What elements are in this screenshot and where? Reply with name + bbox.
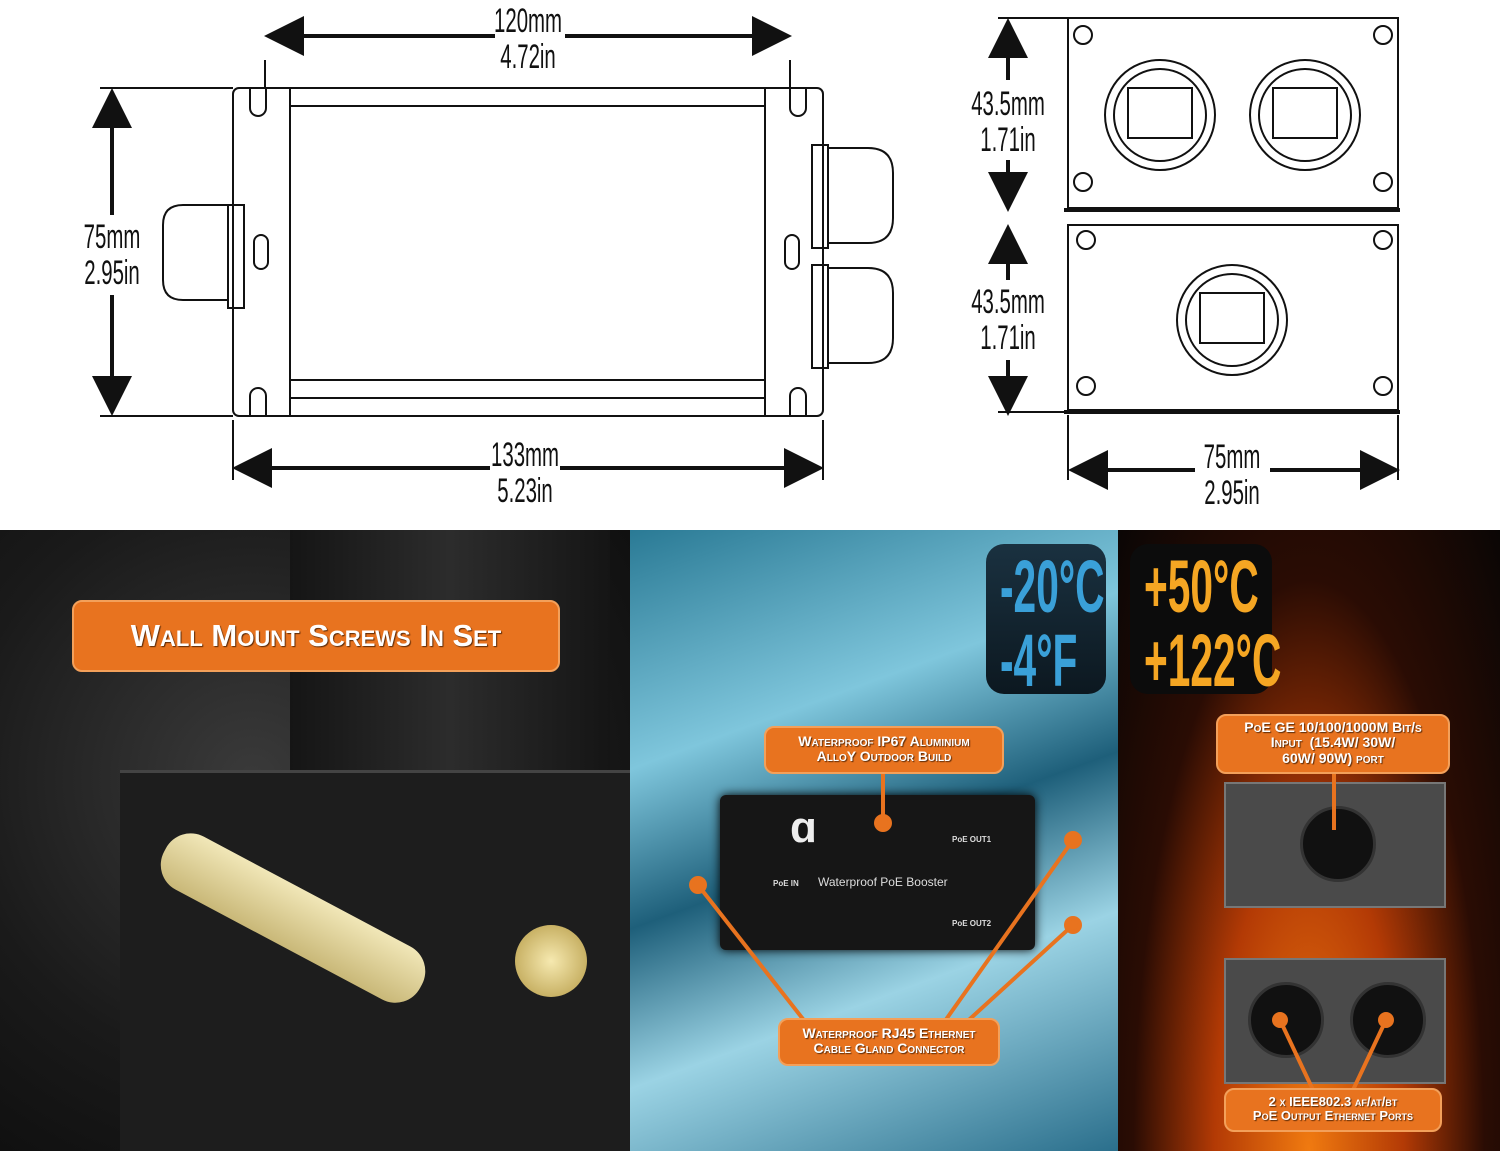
brand-logo-icon: ɑ (790, 803, 817, 852)
dimension-drawing: 120mm 4.72in 75mm 2.95in 133mm 5.23in 43… (84, 2, 1400, 512)
port-in-label: PoE IN (773, 879, 799, 888)
callout-ip67-line1: Waterproof IP67 Aluminium (798, 733, 970, 749)
callout-gland-line2: Cable Gland Connector (813, 1040, 965, 1057)
port-out2-label: PoE OUT2 (952, 919, 992, 928)
callout-leaders (689, 770, 1082, 1030)
callout-ip67-line2: AlloY Outdoor Build (816, 748, 952, 765)
callout-poe-output: 2 x IEEE802.3 af/at/bt PoE Output Ethern… (1224, 1088, 1442, 1132)
panel-hot: +50°C +122°C PoE GE 10/100/1000M Bit/s I… (1118, 530, 1500, 1151)
callout-cable-gland: Waterproof RJ45 Ethernet Cable Gland Con… (778, 1018, 1000, 1066)
panel-wall-mount: Wall Mount Screws In Set (0, 530, 630, 1151)
hot-temp-badge: +50°C +122°C (1130, 544, 1281, 698)
dim-top-width-mm: 120mm (494, 2, 562, 40)
panel-cold: -20°C -4°F ɑ Waterproof PoE Booster PoE … (630, 530, 1118, 1151)
callout-input-line2: Input (15.4W/ 30W/ (1270, 734, 1396, 751)
dim-end-width-mm: 75mm (1204, 438, 1261, 476)
callout-gland-line1: Waterproof RJ45 Ethernet (802, 1025, 976, 1041)
callout-output-line1: 2 x IEEE802.3 af/at/bt (1268, 1094, 1398, 1109)
dimension-diagrams: 120mm 4.72in 75mm 2.95in 133mm 5.23in 43… (0, 0, 1500, 530)
cold-temp-badge: -20°C -4°F (986, 544, 1106, 698)
device-label: Waterproof PoE Booster (818, 875, 948, 889)
callout-output-line2: PoE Output Ethernet Ports (1252, 1108, 1414, 1124)
top-view-enclosure (100, 60, 894, 480)
callout-poe-input: PoE GE 10/100/1000M Bit/s Input (15.4W/ … (1216, 714, 1450, 774)
hot-callout-leaders (1272, 770, 1394, 1091)
dim-side2-mm: 43.5mm (971, 283, 1045, 321)
port-out1-label: PoE OUT1 (952, 835, 992, 844)
dim-height-mm: 75mm (84, 218, 141, 256)
end-views (998, 17, 1400, 480)
dim-top-width-in: 4.72in (500, 38, 556, 76)
dim-bottom-width-mm: 133mm (491, 436, 559, 474)
dim-side1-in: 1.71in (980, 121, 1036, 159)
output-ports-view (1224, 958, 1446, 1084)
screw-head-icon (515, 925, 587, 997)
dim-bottom-width-in: 5.23in (497, 472, 553, 510)
callout-input-line1: PoE GE 10/100/1000M Bit/s (1244, 719, 1422, 735)
dim-end-width-in: 2.95in (1204, 474, 1260, 512)
dim-height-in: 2.95in (84, 254, 140, 292)
rj45-input-icon (1300, 806, 1376, 882)
callout-wall-mount: Wall Mount Screws In Set (72, 600, 560, 672)
dim-side2-in: 1.71in (980, 319, 1036, 357)
callout-ip67: Waterproof IP67 Aluminium AlloY Outdoor … (764, 726, 1004, 774)
callout-input-line3: 60W/ 90W) port (1282, 749, 1384, 766)
dim-side1-mm: 43.5mm (971, 85, 1045, 123)
